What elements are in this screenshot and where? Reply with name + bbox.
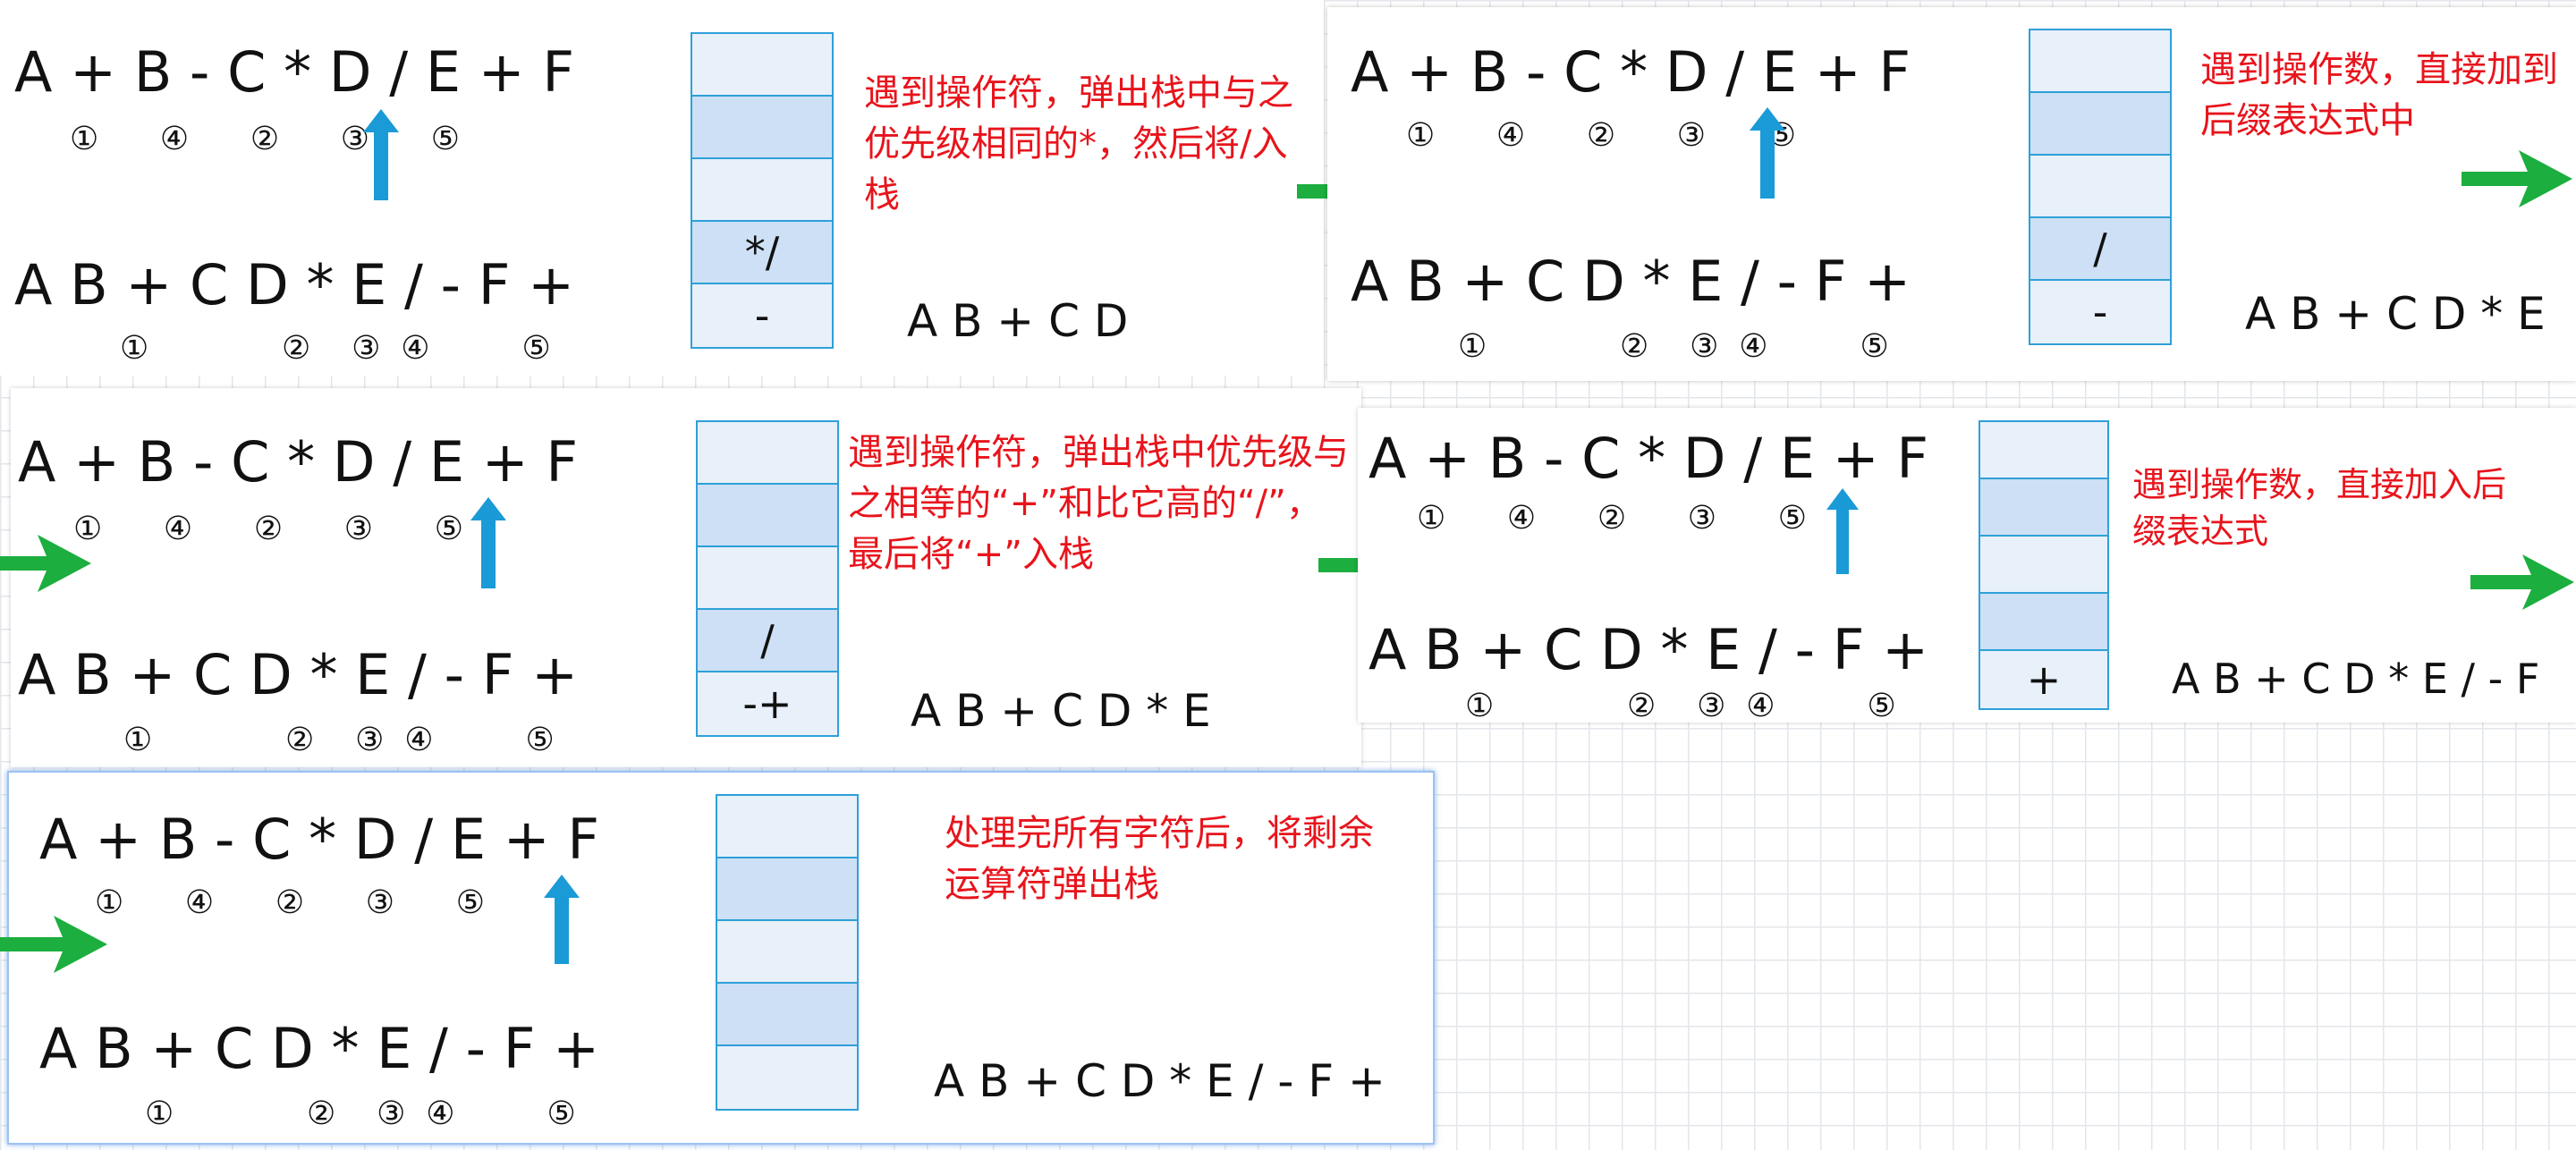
infix-expression: A + B - C * D / E + F <box>39 807 600 872</box>
stack-cell <box>698 485 837 547</box>
operator-stack <box>716 794 859 1111</box>
step-panel-2: A + B - C * D / E + F ① ④ ② ③ ⑤ A B + C … <box>1327 7 2576 381</box>
stack-cell <box>717 1046 857 1109</box>
stack-cell: */ <box>692 222 832 284</box>
stack-cell <box>1980 479 2107 537</box>
infix-expression: A + B - C * D / E + F <box>1351 39 1911 105</box>
postfix-output: A B + C D <box>907 295 1129 347</box>
stack-cell: / <box>698 610 837 672</box>
step-note: 遇到操作数，直接加入后缀表达式 <box>2132 465 2507 551</box>
postfix-order-marks: ① ② ③ ④ ⑤ <box>120 330 551 367</box>
postfix-expression: A B + C D * E / - F + <box>1368 617 1929 682</box>
stack-cell <box>2030 93 2170 156</box>
postfix-order-marks: ① ② ③ ④ ⑤ <box>123 722 555 758</box>
operator-stack: / -+ <box>696 420 839 737</box>
next-step-arrow <box>2462 150 2572 207</box>
stack-cell <box>698 422 837 485</box>
postfix-output: A B + C D * E <box>2245 288 2546 340</box>
infix-order-marks: ① ④ ② ③ ⑤ <box>73 511 464 547</box>
step-panel-5: A + B - C * D / E + F ① ④ ② ③ ⑤ A B + C … <box>7 771 1435 1145</box>
infix-order-marks: ① ④ ② ③ ⑤ <box>1417 500 1808 537</box>
infix-expression: A + B - C * D / E + F <box>1368 426 1929 491</box>
postfix-output: A B + C D * E / - F + <box>934 1055 1385 1107</box>
next-step-arrow <box>2470 554 2574 610</box>
step-note: 遇到操作符，弹出栈中与之优先级相同的*，然后将/入栈 <box>864 72 1293 216</box>
operator-stack: */ - <box>691 32 834 349</box>
infix-expression: A + B - C * D / E + F <box>14 39 575 105</box>
step-note: 处理完所有字符后，将剩余运算符弹出栈 <box>945 813 1374 905</box>
step-panel-1: A + B - C * D / E + F ① ④ ② ③ ⑤ A B + C … <box>0 0 1324 376</box>
scan-position-arrow <box>1750 107 1785 199</box>
step-panel-4: A + B - C * D / E + F ① ④ ② ③ ⑤ A B + C … <box>1358 408 2576 723</box>
stack-cell <box>717 984 857 1046</box>
stack-cell <box>717 858 857 921</box>
scan-position-arrow <box>363 109 399 200</box>
stack-cell: / <box>2030 218 2170 281</box>
postfix-order-marks: ① ② ③ ④ ⑤ <box>145 1095 576 1132</box>
stack-cell <box>717 796 857 858</box>
infix-expression: A + B - C * D / E + F <box>18 429 579 495</box>
stack-cell <box>1980 422 2107 479</box>
postfix-order-marks: ① ② ③ ④ ⑤ <box>1465 688 1896 724</box>
stack-cell <box>1980 594 2107 651</box>
next-step-arrow <box>0 535 91 592</box>
step-panel-3: A + B - C * D / E + F ① ④ ② ③ ⑤ A B + C … <box>11 388 1361 767</box>
stack-cell <box>692 159 832 222</box>
postfix-expression: A B + C D * E / - F + <box>39 1016 600 1081</box>
stack-cell: -+ <box>698 672 837 735</box>
operator-stack: / - <box>2029 29 2172 345</box>
scan-position-arrow <box>1826 488 1859 574</box>
postfix-order-marks: ① ② ③ ④ ⑤ <box>1458 328 1889 365</box>
postfix-expression: A B + C D * E / - F + <box>1351 249 1911 314</box>
stack-cell: + <box>1980 651 2107 708</box>
stack-cell: - <box>692 284 832 347</box>
postfix-expression: A B + C D * E / - F + <box>18 642 579 707</box>
next-step-arrow <box>0 916 107 973</box>
stack-cell <box>692 34 832 97</box>
postfix-expression: A B + C D * E / - F + <box>14 252 575 317</box>
step-note: 遇到操作数，直接加到后缀表达式中 <box>2200 49 2558 141</box>
scan-position-arrow <box>470 497 506 588</box>
stack-cell <box>717 921 857 984</box>
operator-stack: + <box>1979 420 2109 710</box>
infix-order-marks: ① ④ ② ③ ⑤ <box>1406 117 1797 154</box>
step-note: 遇到操作符，弹出栈中优先级与之相等的“+”和比它高的“/”，最后将“+”入栈 <box>848 432 1349 575</box>
stack-cell <box>2030 30 2170 93</box>
postfix-output: A B + C D * E <box>911 685 1211 737</box>
stack-cell <box>2030 156 2170 218</box>
stack-cell: - <box>2030 281 2170 343</box>
stack-cell <box>698 547 837 610</box>
stack-cell <box>1980 537 2107 594</box>
infix-order-marks: ① ④ ② ③ ⑤ <box>70 121 461 157</box>
postfix-output: A B + C D * E / - F <box>2172 655 2540 703</box>
stack-cell <box>692 97 832 159</box>
infix-order-marks: ① ④ ② ③ ⑤ <box>95 884 486 921</box>
scan-position-arrow <box>544 875 580 964</box>
